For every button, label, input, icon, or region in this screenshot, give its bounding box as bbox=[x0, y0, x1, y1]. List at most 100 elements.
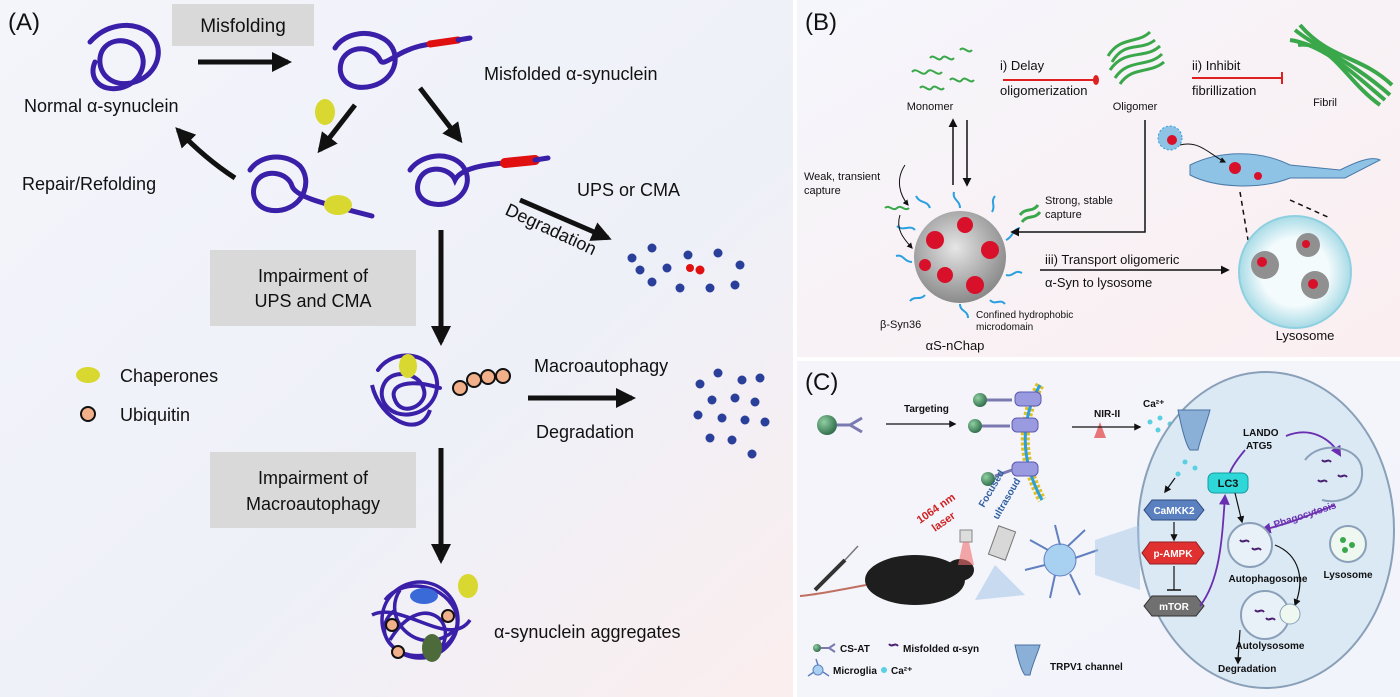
ubiquitin-legend-icon bbox=[80, 406, 96, 422]
misfolded-protein-icon bbox=[332, 30, 473, 90]
fibril-label: Fibril bbox=[1313, 97, 1337, 109]
weak-capture-arrow bbox=[884, 164, 913, 249]
strong-label-1: Strong, stable bbox=[1045, 195, 1113, 207]
ubiquitinated-protein-icon bbox=[370, 353, 511, 427]
nir-icon bbox=[1094, 422, 1106, 438]
lando-arrow bbox=[1285, 431, 1342, 457]
confined-label-1: Confined hydrophobic bbox=[976, 310, 1073, 321]
panel-a: (A) Misfolding Normal α-synuclein Misfol… bbox=[0, 0, 793, 697]
autolysosome-label: Autolysosome bbox=[1236, 641, 1305, 652]
lc3-label: LC3 bbox=[1218, 478, 1239, 490]
legend-csat-icon bbox=[813, 643, 836, 653]
delay-label-2: oligomerization bbox=[1000, 83, 1087, 98]
weak-label-2: capture bbox=[804, 185, 841, 197]
syringe-icon bbox=[813, 545, 859, 592]
chaperone-legend-icon bbox=[76, 367, 100, 383]
vertical-divider bbox=[793, 0, 797, 697]
trpv1-channel-icon bbox=[1177, 409, 1211, 451]
normal-protein-icon bbox=[87, 22, 161, 92]
phagocytosis-arrow bbox=[1259, 504, 1336, 534]
lando-label-2: ATG5 bbox=[1246, 441, 1272, 452]
laser-beam bbox=[958, 542, 974, 565]
chaperones-label: Chaperones bbox=[120, 366, 218, 386]
csat-nanoparticle-icon bbox=[817, 415, 863, 435]
impair-macro-label-1: Impairment of bbox=[258, 468, 369, 488]
aggregates-label: α-synuclein aggregates bbox=[494, 622, 681, 642]
transport-label-1: iii) Transport oligomeric bbox=[1045, 252, 1180, 267]
delay-label-1: i) Delay bbox=[1000, 58, 1045, 73]
autolysosome-icon bbox=[1240, 590, 1301, 640]
lc3-box bbox=[1207, 472, 1249, 494]
impair-ups-box bbox=[210, 250, 416, 326]
misfolded-label: Misfolded α-synuclein bbox=[484, 64, 657, 84]
nir-label: NIR-II bbox=[1094, 409, 1120, 420]
targeting-label: Targeting bbox=[904, 404, 949, 415]
mouse-icon bbox=[799, 555, 974, 605]
impair-ups-label-2: UPS and CMA bbox=[254, 291, 371, 311]
legend-ca-icon bbox=[881, 667, 887, 673]
misfolding-label: Misfolding bbox=[200, 16, 286, 37]
degradation2-label: Degradation bbox=[536, 422, 634, 442]
repair-label: Repair/Refolding bbox=[22, 174, 156, 194]
misfolded-to-degrade-arrow bbox=[418, 86, 463, 144]
ca-to-camkk2-arrow bbox=[1164, 477, 1176, 494]
pampk-label: p-AMPK bbox=[1154, 549, 1194, 560]
repair-arrow bbox=[175, 127, 237, 181]
panel-c: (C) Targeting NIR-II Ca²⁺ bbox=[797, 361, 1400, 697]
lysosome-label: Lysosome bbox=[1276, 328, 1335, 343]
monomer-label: Monomer bbox=[907, 101, 954, 113]
ups-cma-arrow bbox=[519, 197, 612, 241]
impair-ups-label-1: Impairment of bbox=[258, 266, 369, 286]
zoom-cone bbox=[1095, 525, 1140, 590]
delay-inhibit-cap bbox=[1093, 75, 1099, 85]
weak-label-1: Weak, transient bbox=[804, 171, 880, 183]
aggregate-icon bbox=[371, 574, 478, 662]
chaperone-arrow bbox=[317, 103, 357, 154]
lysosome-c-label: Lysosome bbox=[1323, 570, 1373, 581]
legend-trpv1-label: TRPV1 channel bbox=[1050, 662, 1123, 673]
autophagosome-icon bbox=[1227, 522, 1273, 568]
fibril-icon bbox=[1289, 23, 1394, 107]
inhibit-label-1: ii) Inhibit bbox=[1192, 58, 1241, 73]
degradation-c-label: Degradation bbox=[1218, 664, 1276, 675]
mtor-lc3-arrow bbox=[1199, 493, 1230, 607]
panel-b: (B) Monomer i) Delay oligomerization Oli… bbox=[797, 0, 1400, 357]
bsyn-label: β-Syn36 bbox=[880, 319, 921, 331]
camkk2-box bbox=[1143, 499, 1205, 521]
bound-chaperone-icon bbox=[324, 195, 352, 215]
degraded-fragments-1 bbox=[627, 243, 745, 293]
to-degradation-arrow bbox=[1234, 629, 1242, 665]
ca-influx bbox=[1175, 459, 1198, 477]
mtor-label: mTOR bbox=[1159, 602, 1190, 613]
phagosome-icon bbox=[1304, 446, 1364, 503]
lysosome-icon bbox=[1238, 215, 1352, 329]
lysosome-c-icon bbox=[1329, 525, 1367, 563]
misfolding-box bbox=[172, 4, 314, 46]
oligomer-capture-arrow bbox=[1010, 120, 1146, 237]
ca-label: Ca²⁺ bbox=[1143, 399, 1164, 410]
macroautophagy-label: Macroautophagy bbox=[534, 356, 668, 376]
panel-b-label: (B) bbox=[805, 9, 837, 36]
zoom-line-2 bbox=[1289, 199, 1331, 219]
panel-c-label: (C) bbox=[805, 369, 838, 396]
nchap-label: αS-nChap bbox=[926, 338, 985, 353]
strong-label-2: capture bbox=[1045, 209, 1082, 221]
microglia-icon bbox=[1024, 524, 1099, 599]
legend-ca-label: Ca²⁺ bbox=[891, 666, 912, 677]
legend-microglia-icon bbox=[807, 658, 830, 677]
impair-macro-box bbox=[210, 452, 416, 528]
legend-misfolded-icon bbox=[888, 643, 899, 647]
misfolded-protein-2-icon bbox=[407, 153, 551, 207]
camkk2-label: CaMKK2 bbox=[1153, 506, 1195, 517]
ultrasound-device-icon bbox=[975, 525, 1025, 600]
panel-a-label: (A) bbox=[8, 9, 40, 36]
panel-a-background bbox=[0, 0, 793, 697]
laser-device-icon bbox=[959, 529, 973, 543]
legend-csat-label: CS-AT bbox=[840, 644, 870, 655]
membrane-icon bbox=[968, 382, 1046, 503]
bound-oligomer-icon bbox=[1018, 203, 1042, 224]
legend-microglia-label: Microglia bbox=[833, 666, 877, 677]
impair-macro-label-2: Macroautophagy bbox=[246, 494, 380, 514]
degraded-fragments-2 bbox=[693, 368, 770, 459]
monomer-icon bbox=[911, 47, 975, 91]
